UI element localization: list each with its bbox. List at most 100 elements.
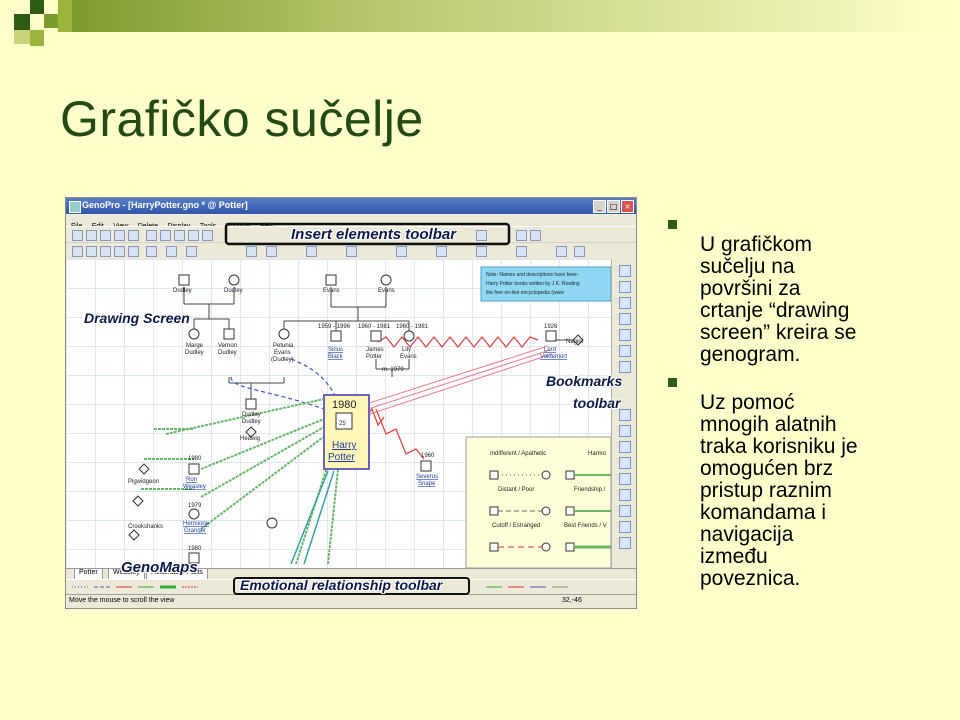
legend-friendship: Friendship / <box>574 487 606 493</box>
bookmark-icon[interactable] <box>619 281 631 293</box>
harry-last-name[interactable]: Potter <box>328 452 355 463</box>
person-voldemort-last[interactable]: Voldemort <box>540 354 567 360</box>
arrange-icon[interactable] <box>100 246 111 257</box>
open-icon[interactable] <box>86 230 97 241</box>
person-nagini: Nagini <box>566 339 583 345</box>
slide-decoration <box>0 0 960 46</box>
forward-icon[interactable] <box>128 246 139 257</box>
shape-icon[interactable] <box>346 246 357 257</box>
window-title: GenoPro - [HarryPotter.gno * @ Potter] <box>82 200 248 210</box>
bookmark-next-icon[interactable] <box>516 230 527 241</box>
close-icon[interactable]: × <box>621 200 634 213</box>
hand-icon[interactable] <box>266 246 277 257</box>
drawing-screen[interactable]: 1980 25 Harry Potter Dudley Dudley Evans… <box>66 259 611 568</box>
emotional-relationship-toolbar <box>66 579 636 595</box>
back-icon[interactable] <box>114 246 125 257</box>
chart-icon[interactable] <box>516 246 527 257</box>
bookmark-icon[interactable] <box>619 521 631 533</box>
undo-icon[interactable] <box>188 230 199 241</box>
export-icon[interactable] <box>574 246 585 257</box>
bookmark-icon[interactable] <box>619 265 631 277</box>
person-sirius[interactable]: Sirius <box>328 347 343 353</box>
note-line-2: Harry Potter books written by J.K. Rowli… <box>486 281 580 287</box>
pointer-icon[interactable] <box>246 246 257 257</box>
bookmark-icon[interactable] <box>619 425 631 437</box>
emotional-toolbar-icons <box>72 585 568 589</box>
bookmark-icon[interactable] <box>619 489 631 501</box>
window-titlebar: GenoPro - [HarryPotter.gno * @ Potter] _… <box>66 198 636 214</box>
bookmark-icon[interactable] <box>619 505 631 517</box>
maximize-icon[interactable]: □ <box>607 200 620 213</box>
person-sirius-last[interactable]: Black <box>328 354 344 360</box>
person-dudley-2: Dudley <box>224 288 243 294</box>
marriage-date: m. 1979 <box>382 367 404 373</box>
callout-drawing-screen: Drawing Screen <box>84 310 190 326</box>
zoom-icon[interactable] <box>146 246 157 257</box>
minimize-icon[interactable]: _ <box>593 200 606 213</box>
person-marge: Marge <box>186 343 204 349</box>
person-snape-last[interactable]: Snape <box>418 481 436 487</box>
date-voldemort: 1926 <box>544 324 558 330</box>
cut-icon[interactable] <box>146 230 157 241</box>
new-icon[interactable] <box>72 230 83 241</box>
bookmark-icon[interactable] <box>619 297 631 309</box>
person-ron-last[interactable]: Weasley <box>183 484 206 490</box>
bookmark-icon[interactable] <box>619 409 631 421</box>
person-ron[interactable]: Ron <box>186 477 197 483</box>
grid-icon[interactable] <box>556 246 567 257</box>
person-hermione[interactable]: Hermione <box>183 521 210 527</box>
person-hermione-last[interactable]: Granger <box>184 528 206 534</box>
person-james-last: Potter <box>366 354 382 360</box>
bullet-list: U grafičkom sučelju na površini za crtan… <box>668 212 918 594</box>
callout-emotional-relationship-toolbar: Emotional relationship toolbar <box>240 577 443 593</box>
bullet-text: U grafičkom sučelju na površini za crtan… <box>700 233 857 366</box>
print-icon[interactable] <box>114 230 125 241</box>
bookmark-icon[interactable] <box>619 345 631 357</box>
redo-icon[interactable] <box>202 230 213 241</box>
paste-icon[interactable] <box>174 230 185 241</box>
person-crookshanks: Crookshanks <box>128 524 163 530</box>
legend-harmony: Harmo <box>588 451 607 457</box>
person-evans-1: Evans <box>323 288 340 294</box>
legend-indifferent: Indifferent / Apathetic <box>490 451 546 457</box>
date-snape: 1960 <box>421 453 435 459</box>
harry-age: 25 <box>339 421 346 427</box>
note-line-1: Note: Names and descriptions have been <box>486 272 578 278</box>
bookmark-icon[interactable] <box>619 361 631 373</box>
date-sirius: 1959 - 1996 <box>318 324 351 330</box>
bookmark-icon[interactable] <box>619 441 631 453</box>
label-icon[interactable] <box>306 246 317 257</box>
note-line-3: the free on-line encyclopedia (www <box>486 290 564 296</box>
person-james: James <box>366 347 384 353</box>
person-marge-last: Dudley <box>185 350 204 356</box>
genopro-screenshot: GenoPro - [HarryPotter.gno * @ Potter] _… <box>65 197 637 609</box>
insert-extra-icon[interactable] <box>476 230 487 241</box>
date-ron: 1980 <box>188 456 202 462</box>
save-icon[interactable] <box>100 230 111 241</box>
person-voldemort[interactable]: Lord <box>544 347 556 353</box>
person-snape[interactable]: Severus <box>416 474 438 480</box>
bookmark-icon[interactable] <box>619 537 631 549</box>
date-lily: 1960 - 1981 <box>396 324 429 330</box>
person-dudley-1: Dudley <box>173 288 192 294</box>
person-evans-2: Evans <box>378 288 395 294</box>
align-icon[interactable] <box>72 246 83 257</box>
bullet-text: Uz pomoć mnogih alatnih traka korisniku … <box>700 391 858 590</box>
refresh-icon[interactable] <box>86 246 97 257</box>
table-icon[interactable] <box>476 246 487 257</box>
date-hermione: 1979 <box>188 503 202 509</box>
person-icon[interactable] <box>186 246 197 257</box>
bookmark-icon[interactable] <box>619 473 631 485</box>
bookmark-prev-icon[interactable] <box>530 230 541 241</box>
preview-icon[interactable] <box>128 230 139 241</box>
report-icon[interactable] <box>396 246 407 257</box>
copy-icon[interactable] <box>160 230 171 241</box>
select-icon[interactable] <box>166 246 177 257</box>
person-lily: Lily <box>402 347 411 353</box>
person-dudley-son: Dudley <box>242 412 261 418</box>
bookmark-icon[interactable] <box>619 457 631 469</box>
map-icon[interactable] <box>436 246 447 257</box>
harry-first-name[interactable]: Harry <box>332 440 356 451</box>
bookmark-icon[interactable] <box>619 313 631 325</box>
bookmark-icon[interactable] <box>619 329 631 341</box>
